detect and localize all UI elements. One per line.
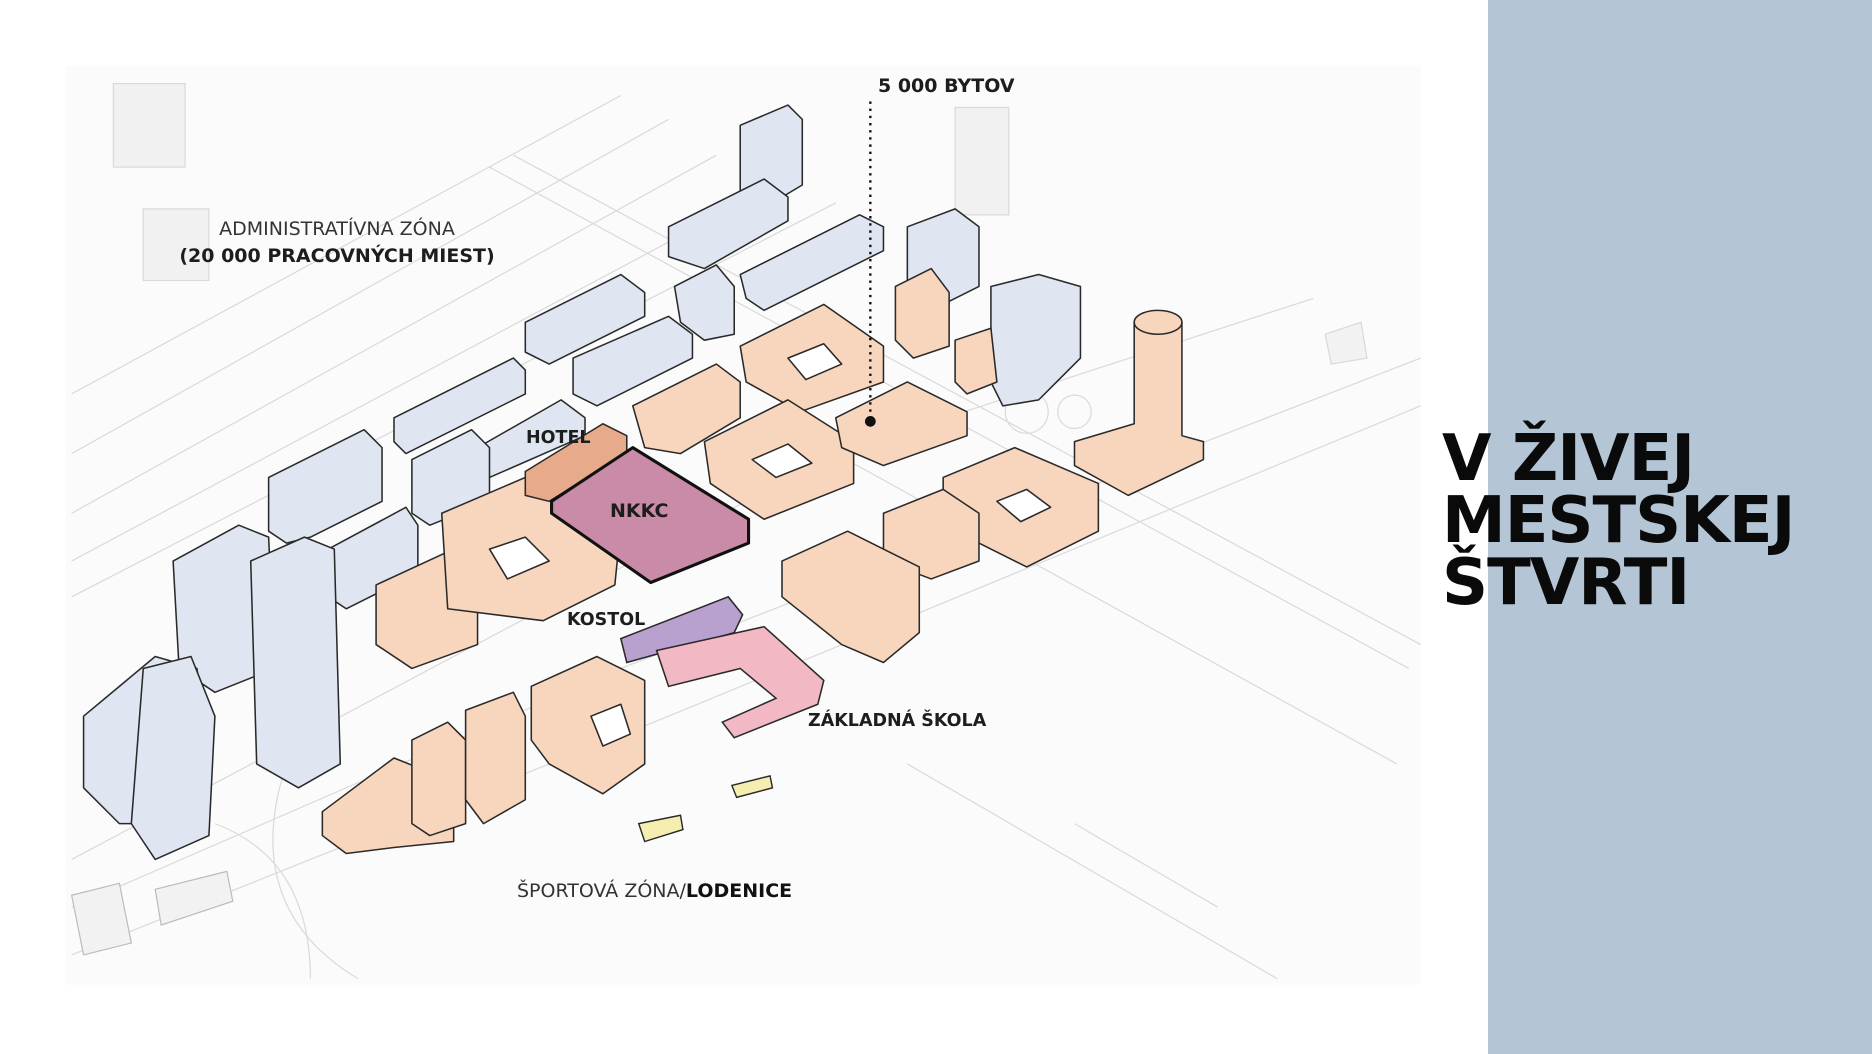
nkkc-label: NKKC [610,500,669,522]
sports-zone-text: ŠPORTOVÁ ZÓNA/ [517,880,686,902]
school-label: ZÁKLADNÁ ŠKOLA [808,711,987,731]
admin-buildings [82,104,1082,861]
title-line: V ŽIVEJ [1442,422,1695,496]
boathouses-text: LODENICE [685,880,793,902]
title-line: ŠTVRTI [1442,546,1690,620]
housing-label: 5 000 BYTOV [878,75,1015,97]
school-building [655,625,825,739]
page-title: V ŽIVEJ MESTSKEJ ŠTVRTI [1442,422,1795,620]
housing-leader-dot [864,415,876,427]
title-line: MESTSKEJ [1442,484,1795,558]
church-label: KOSTOL [567,610,646,630]
admin-jobs-label: (20 000 PRACOVNÝCH MIEST) [179,245,495,267]
nkkc-building [550,446,751,585]
admin-zone-label: ADMINISTRATÍVNA ZÓNA [219,218,455,240]
hotel-label: HOTEL [526,428,591,448]
title-panel [1488,0,1872,1054]
boathouse-building [637,814,684,843]
sports-zone-label: ŠPORTOVÁ ZÓNA/LODENICE [517,880,792,902]
church-building [619,595,744,664]
boathouse-building [730,775,774,799]
